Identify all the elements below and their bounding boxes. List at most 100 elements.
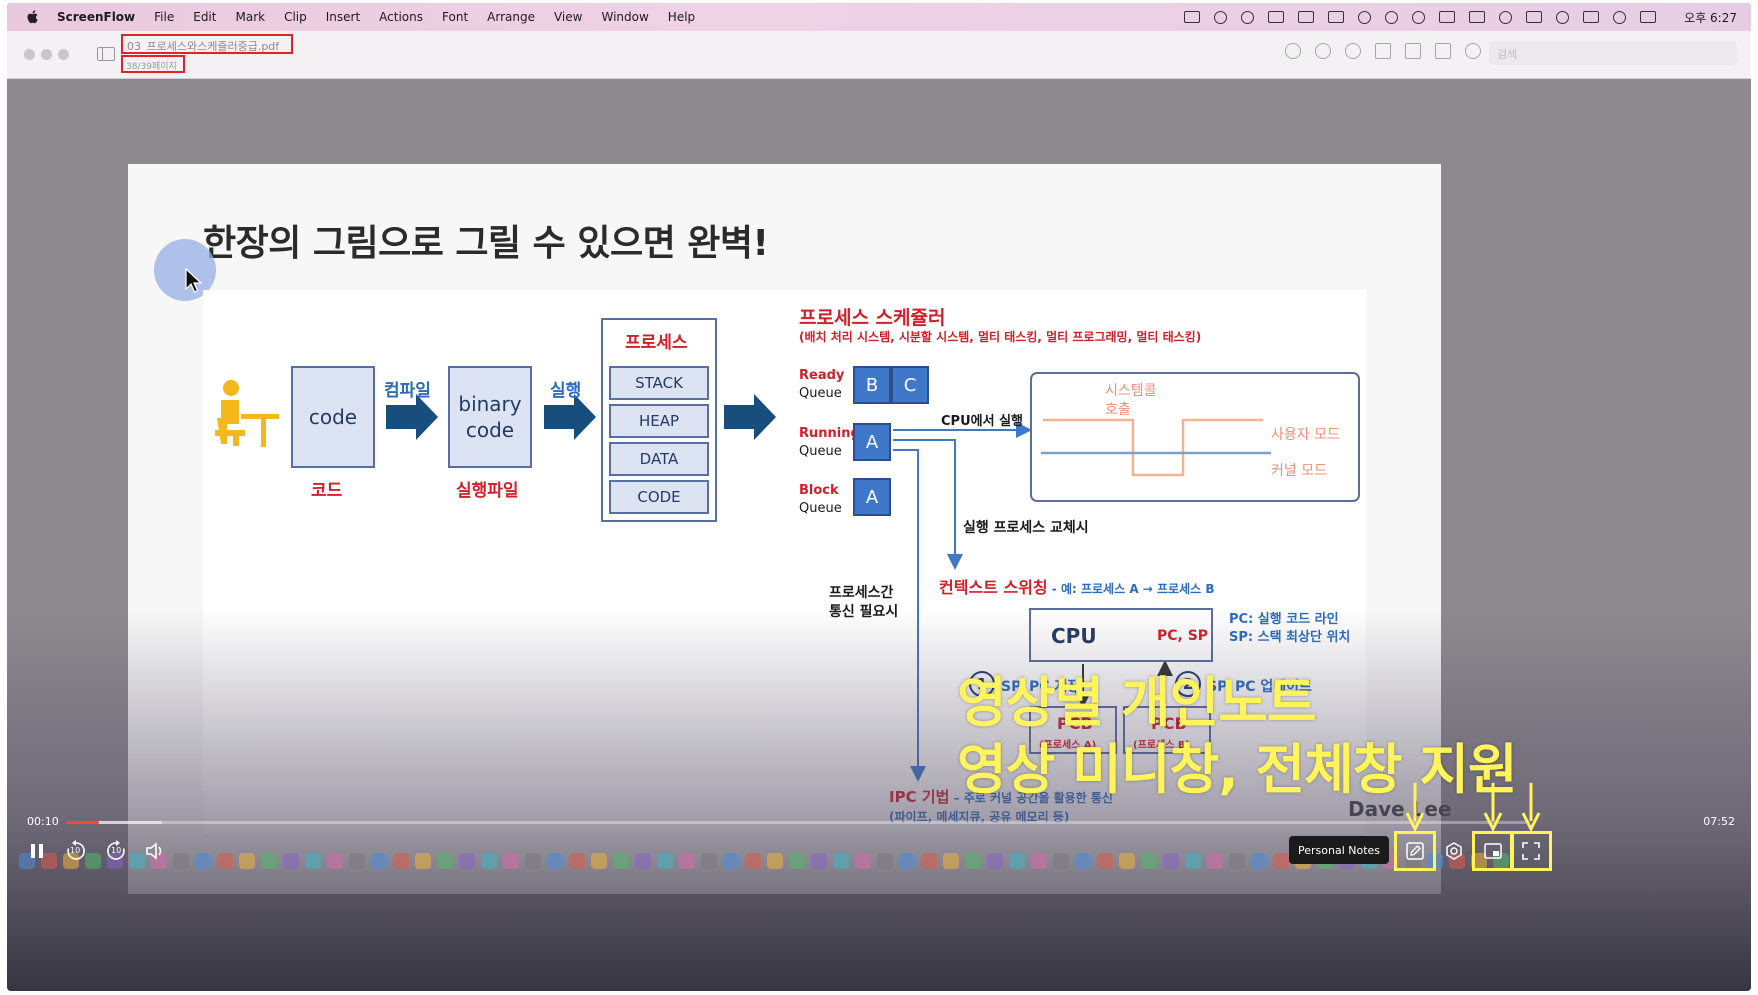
network-icon[interactable] xyxy=(1556,10,1570,24)
dock-app-icon[interactable] xyxy=(877,853,893,869)
menu-view[interactable]: View xyxy=(553,10,583,24)
dock-app-icon[interactable] xyxy=(547,853,563,869)
dock-app-icon[interactable] xyxy=(437,853,453,869)
dock-app-icon[interactable] xyxy=(591,853,607,869)
dock-app-icon[interactable] xyxy=(701,853,717,869)
dock-app-icon[interactable] xyxy=(965,853,981,869)
mini-player-button[interactable] xyxy=(1483,841,1503,861)
share-icon[interactable] xyxy=(1375,43,1391,59)
dock-app-icon[interactable] xyxy=(569,853,585,869)
dock-app-icon[interactable] xyxy=(943,853,959,869)
dock-app-icon[interactable] xyxy=(613,853,629,869)
dock-app-icon[interactable] xyxy=(767,853,783,869)
dock-app-icon[interactable] xyxy=(459,853,475,869)
menu-bar-app-icon[interactable] xyxy=(1328,11,1345,23)
dock-app-icon[interactable] xyxy=(261,853,277,869)
dock-app-icon[interactable] xyxy=(393,853,409,869)
dock-app-icon[interactable] xyxy=(1207,853,1223,869)
dock-app-icon[interactable] xyxy=(1449,853,1465,869)
grid-app-icon[interactable] xyxy=(1358,10,1372,24)
menu-actions[interactable]: Actions xyxy=(379,10,424,24)
input-source-icon[interactable] xyxy=(1526,11,1543,23)
dock-app-icon[interactable] xyxy=(1185,853,1201,869)
minimize-window-button[interactable] xyxy=(41,49,52,60)
dock-app-icon[interactable] xyxy=(1119,853,1135,869)
skip-forward-button[interactable]: 10 xyxy=(104,839,128,863)
dock-app-icon[interactable] xyxy=(173,853,189,869)
wifi-icon[interactable] xyxy=(1613,10,1627,24)
dock-app-icon[interactable] xyxy=(635,853,651,869)
menu-arrange[interactable]: Arrange xyxy=(487,10,535,24)
dock-app-icon[interactable] xyxy=(833,853,849,869)
dock-app-icon[interactable] xyxy=(1075,853,1091,869)
apple-icon[interactable] xyxy=(25,9,41,25)
dock-app-icon[interactable] xyxy=(723,853,739,869)
shield-icon[interactable] xyxy=(1298,11,1315,23)
menu-file[interactable]: File xyxy=(154,10,175,24)
dock-app-icon[interactable] xyxy=(1053,853,1069,869)
settings-button[interactable] xyxy=(1444,841,1464,861)
dock-app-icon[interactable] xyxy=(1471,853,1487,869)
dock-app-icon[interactable] xyxy=(1031,853,1047,869)
dock-app-icon[interactable] xyxy=(129,853,145,869)
menu-font[interactable]: Font xyxy=(442,10,469,24)
dock-app-icon[interactable] xyxy=(85,853,101,869)
video-player[interactable]: ScreenFlow File Edit Mark Clip Insert Ac… xyxy=(7,3,1751,991)
menu-insert[interactable]: Insert xyxy=(325,10,361,24)
battery-icon[interactable] xyxy=(1583,11,1600,23)
dock-app-icon[interactable] xyxy=(41,853,57,869)
dock-app-icon[interactable] xyxy=(283,853,299,869)
dock-app-icon[interactable] xyxy=(481,853,497,869)
zoom-in-icon[interactable] xyxy=(1345,43,1361,59)
dock-app-icon[interactable] xyxy=(503,853,519,869)
pause-button[interactable] xyxy=(25,839,49,863)
extension-icon[interactable] xyxy=(1214,10,1228,24)
dock-app-icon[interactable] xyxy=(1097,853,1113,869)
dock-app-icon[interactable] xyxy=(1493,853,1509,869)
display-icon[interactable] xyxy=(1268,11,1285,23)
dock-app-icon[interactable] xyxy=(63,853,79,869)
dock-app-icon[interactable] xyxy=(349,853,365,869)
dock-app-icon[interactable] xyxy=(1273,853,1289,869)
dock-app-icon[interactable] xyxy=(1251,853,1267,869)
dock-app-icon[interactable] xyxy=(415,853,431,869)
bluetooth-icon[interactable] xyxy=(1499,10,1513,24)
dock-app-icon[interactable] xyxy=(371,853,387,869)
markup-icon[interactable] xyxy=(1405,43,1421,59)
control-center-icon[interactable] xyxy=(1640,11,1657,23)
dock-app-icon[interactable] xyxy=(305,853,321,869)
personal-notes-button[interactable] xyxy=(1405,841,1425,861)
sync-icon[interactable] xyxy=(1241,10,1255,24)
fullscreen-button[interactable] xyxy=(1521,841,1541,861)
menu-window[interactable]: Window xyxy=(601,10,649,24)
dock-app-icon[interactable] xyxy=(899,853,915,869)
dock-app-icon[interactable] xyxy=(327,853,343,869)
menu-clip[interactable]: Clip xyxy=(284,10,307,24)
dock-app-icon[interactable] xyxy=(1405,853,1421,869)
dock-app-icon[interactable] xyxy=(987,853,1003,869)
dock-app-icon[interactable] xyxy=(1163,853,1179,869)
screen-record-icon[interactable] xyxy=(1184,11,1201,23)
menu-edit[interactable]: Edit xyxy=(193,10,217,24)
dock-app-icon[interactable] xyxy=(745,853,761,869)
cursor-app-icon[interactable] xyxy=(1385,10,1399,24)
dock-app-icon[interactable] xyxy=(1141,853,1157,869)
menu-mark[interactable]: Mark xyxy=(235,10,266,24)
menu-help[interactable]: Help xyxy=(667,10,696,24)
dock-app-icon[interactable] xyxy=(1009,853,1025,869)
dock-app-icon[interactable] xyxy=(239,853,255,869)
dock-app-icon[interactable] xyxy=(195,853,211,869)
progress-bar[interactable] xyxy=(67,821,1527,824)
cloud-icon[interactable] xyxy=(1412,10,1426,24)
dock-app-icon[interactable] xyxy=(525,853,541,869)
search-input[interactable]: 검색 xyxy=(1489,41,1737,65)
skip-back-button[interactable]: 10 xyxy=(64,839,88,863)
rotate-icon[interactable] xyxy=(1435,43,1451,59)
zoom-out-icon[interactable] xyxy=(1315,43,1331,59)
info-icon[interactable] xyxy=(1285,43,1301,59)
menubar-clock[interactable]: 오후 6:27 xyxy=(1684,10,1737,25)
volume-button[interactable] xyxy=(143,839,167,863)
dock-app-icon[interactable] xyxy=(855,853,871,869)
dock-app-icon[interactable] xyxy=(1229,853,1245,869)
close-window-button[interactable] xyxy=(24,49,35,60)
